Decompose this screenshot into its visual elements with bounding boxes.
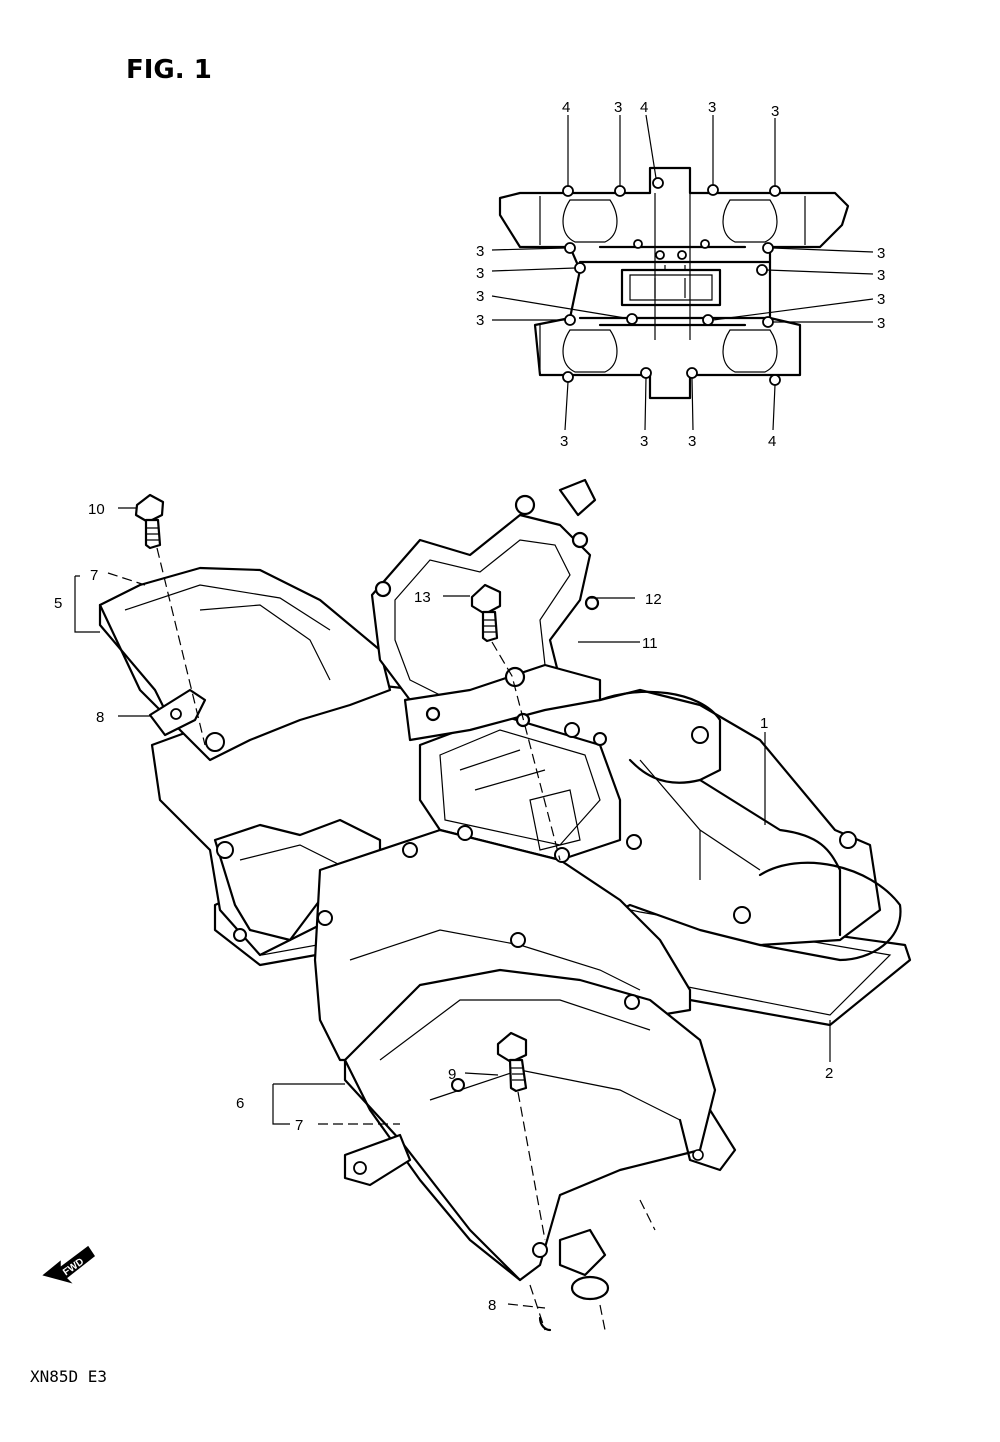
pattern-label-top-1: 3 xyxy=(614,99,622,116)
gasket-part-12 xyxy=(403,663,602,742)
callout-12: 12 xyxy=(645,591,662,608)
callout-6: 6 xyxy=(236,1095,244,1112)
pattern-label-right-3: 3 xyxy=(877,315,885,332)
bolt-pattern-inset: 4 3 4 3 3 3 3 3 3 3 3 3 3 3 3 3 4 xyxy=(476,99,885,450)
pattern-label-bottom-3: 4 xyxy=(768,433,776,450)
callout-7-upper: 7 xyxy=(90,567,98,584)
pattern-label-right-2: 3 xyxy=(877,291,885,308)
callout-7-lower: 7 xyxy=(295,1117,303,1134)
pattern-label-top-2: 4 xyxy=(640,99,648,116)
pattern-label-left-2: 3 xyxy=(476,288,484,305)
callout-13: 13 xyxy=(414,589,431,606)
heat-shield-part-6 xyxy=(343,968,717,1282)
callout-8-upper: 8 xyxy=(96,709,104,726)
callout-5: 5 xyxy=(54,595,62,612)
pattern-label-right-0: 3 xyxy=(877,245,885,262)
callout-8-lower: 8 xyxy=(488,1297,496,1314)
pattern-label-top-4: 3 xyxy=(771,103,779,120)
callout-1: 1 xyxy=(760,715,768,732)
callout-10: 10 xyxy=(88,501,105,518)
bolt-part-9 xyxy=(496,1031,528,1093)
pattern-label-top-3: 3 xyxy=(708,99,716,116)
pattern-label-left-3: 3 xyxy=(476,312,484,329)
pattern-label-left-0: 3 xyxy=(476,243,484,260)
callout-2: 2 xyxy=(825,1065,833,1082)
pattern-label-right-1: 3 xyxy=(877,267,885,284)
model-code: XN85D E3 xyxy=(30,1367,107,1386)
exploded-view: 1 2 5 6 7 7 8 8 9 10 11 12 13 xyxy=(54,478,912,1332)
pattern-label-bottom-2: 3 xyxy=(688,433,696,450)
pattern-label-bottom-0: 3 xyxy=(560,433,568,450)
pattern-label-bottom-1: 3 xyxy=(640,433,648,450)
bolt-part-13 xyxy=(470,583,502,643)
figure-title: FIG. 1 xyxy=(126,55,212,85)
forward-arrow-icon: FWD xyxy=(42,1245,96,1284)
bracket-part-8-lower xyxy=(343,1133,412,1187)
callout-9: 9 xyxy=(448,1066,456,1083)
pattern-label-top-0: 4 xyxy=(562,99,570,116)
bolt-part-10 xyxy=(134,493,165,550)
callout-11: 11 xyxy=(642,635,658,652)
pattern-label-left-1: 3 xyxy=(476,265,484,282)
